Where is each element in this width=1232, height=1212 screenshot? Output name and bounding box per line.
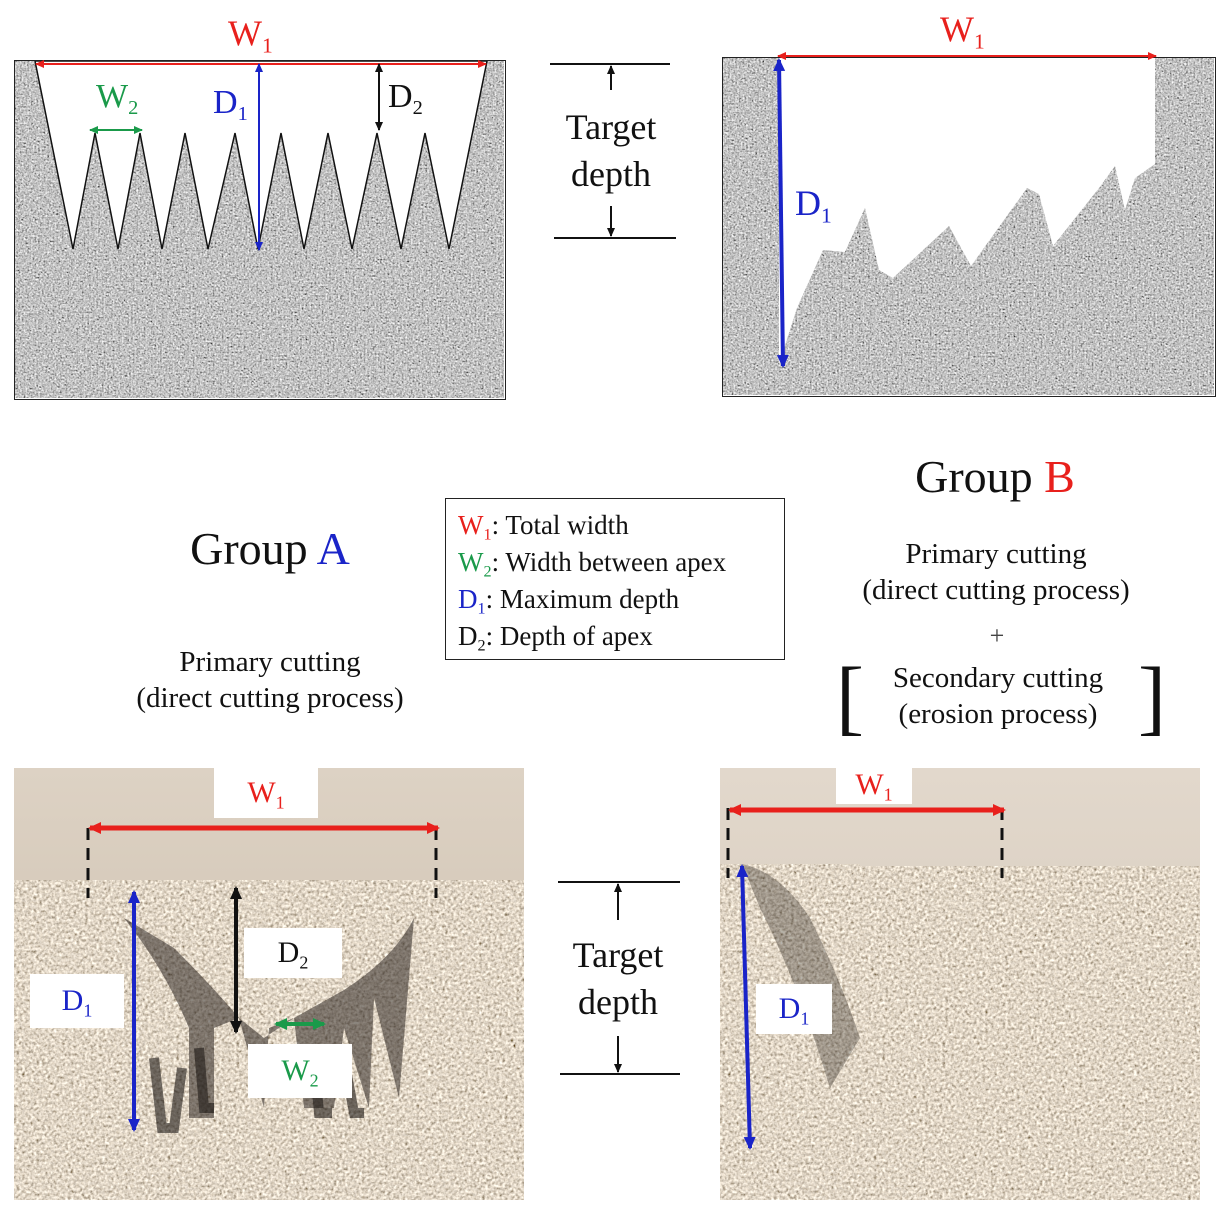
legend-row: D1: Maximum depth <box>458 581 784 618</box>
w1-label-photo-a: W1 <box>214 768 318 818</box>
target-depth-indicator-top <box>550 63 676 239</box>
group-a-title: Group A <box>190 523 350 574</box>
d1-label-photo-b: D1 <box>756 984 832 1034</box>
d1-arrow <box>736 864 756 1150</box>
d2-label-photo-a: D2 <box>244 928 342 978</box>
legend-symbol: D <box>458 621 478 651</box>
d1-arrow <box>773 58 789 368</box>
secondary-caption: Secondary cutting (erosion process) <box>892 662 1104 731</box>
w1-label-b: W1 <box>940 9 985 54</box>
legend-symbol: D <box>458 584 478 614</box>
d1-label-photo-a: D1 <box>30 974 124 1028</box>
schematic-a-annotations <box>35 60 487 251</box>
cut-groove-b <box>779 58 1155 364</box>
schematic-b-annotations <box>773 52 1157 368</box>
w2-label-a: W2 <box>96 78 139 120</box>
photo-a-annotations <box>86 822 440 1132</box>
target-depth-indicator-bottom <box>558 881 680 1075</box>
schematic-group-b <box>722 57 1216 397</box>
d2-label-a: D2 <box>388 78 423 120</box>
legend-symbol: W <box>458 510 484 540</box>
legend-subscript: 2 <box>483 562 492 581</box>
legend-description: : Total width <box>491 510 629 540</box>
bracket-open: [ <box>836 651 864 744</box>
d1-label-a: D1 <box>213 84 248 126</box>
legend-description: : Maximum depth <box>485 584 680 614</box>
cut-teeth-shadows <box>149 1047 364 1133</box>
group-b-caption: Primary cutting (direct cutting process) <box>862 538 1130 607</box>
photo-b-annotations <box>726 804 1006 1150</box>
photo-group-a <box>14 768 524 1200</box>
group-a-caption: Primary cutting (direct cutting process) <box>136 646 404 715</box>
legend-row: W2: Width between apex <box>458 544 784 581</box>
legend-symbol: W <box>458 547 484 577</box>
group-b-title: Group B <box>915 451 1075 502</box>
w2-label-photo-a: W2 <box>248 1044 352 1098</box>
bracket-close: ] <box>1138 651 1166 744</box>
legend-subscript: 1 <box>483 525 492 544</box>
w1-label-photo-b: W1 <box>836 766 912 804</box>
legend-description: : Depth of apex <box>485 621 653 651</box>
legend-row: D2: Depth of apex <box>458 618 784 655</box>
legend-subscript: 1 <box>477 599 486 618</box>
legend-description: : Width between apex <box>491 547 727 577</box>
d1-label-b: D1 <box>795 183 832 228</box>
plus-sign: + <box>989 621 1005 650</box>
w1-label-a: W1 <box>228 13 273 58</box>
legend-row: W1: Total width <box>458 507 784 544</box>
legend-subscript: 2 <box>477 636 486 655</box>
granite-block-right-b <box>720 866 1200 1200</box>
